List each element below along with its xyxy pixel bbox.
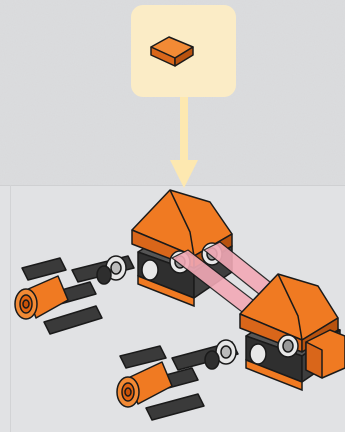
parts-callout bbox=[131, 5, 236, 97]
lower-engine bbox=[116, 273, 345, 421]
orange-1x1-tile-icon bbox=[150, 36, 194, 67]
